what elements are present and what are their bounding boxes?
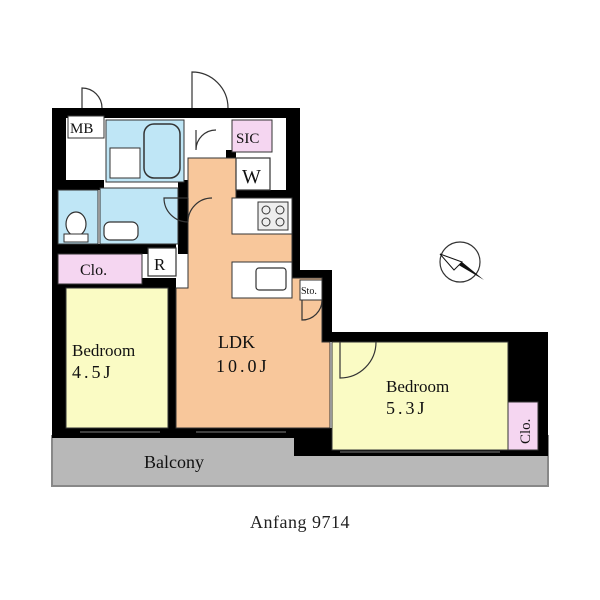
bedroom-right-size: 5.3J (386, 398, 428, 418)
property-name: Anfang 9714 (250, 512, 350, 532)
refrigerator-space (147, 247, 177, 277)
ldk-name: LDK (218, 332, 255, 352)
meter-box (67, 115, 105, 139)
burner-icon (261, 205, 271, 215)
closet-right (507, 401, 539, 451)
label-clo-right: Clo. (518, 419, 534, 444)
toilet-tank-icon (63, 233, 89, 243)
bedroom-right-floor (331, 341, 509, 451)
kitchen-sink-icon (255, 267, 287, 291)
storage (299, 279, 323, 301)
bedroom-right-name: Bedroom (386, 377, 449, 396)
bathroom-floor-tile (109, 147, 141, 179)
label-mb: MB (70, 121, 93, 137)
label-r: R (154, 255, 166, 274)
sink-icon (103, 221, 139, 241)
washer-space (235, 157, 271, 191)
windows (80, 431, 500, 453)
stove-icon (257, 201, 289, 231)
label-w: W (242, 166, 261, 188)
closet-left (57, 253, 143, 285)
bedroom-left-floor (65, 287, 169, 429)
burner-icon (275, 205, 285, 215)
bedroom-left-name: Bedroom (72, 341, 135, 360)
north-arrow-icon (439, 241, 484, 283)
sic-closet (231, 119, 273, 153)
toilet-icon (65, 211, 87, 237)
bedroom-left-size: 4.5J (72, 362, 114, 382)
label-sto: Sto. (301, 286, 317, 297)
doors (81, 71, 377, 379)
label-clo-left: Clo. (80, 262, 107, 279)
bathtub (143, 123, 181, 179)
ldk-size: 10.0J (216, 356, 270, 376)
label-sic: SIC (236, 131, 259, 147)
burner-icon (261, 217, 271, 227)
balcony-label: Balcony (144, 452, 204, 472)
burner-icon (275, 217, 285, 227)
